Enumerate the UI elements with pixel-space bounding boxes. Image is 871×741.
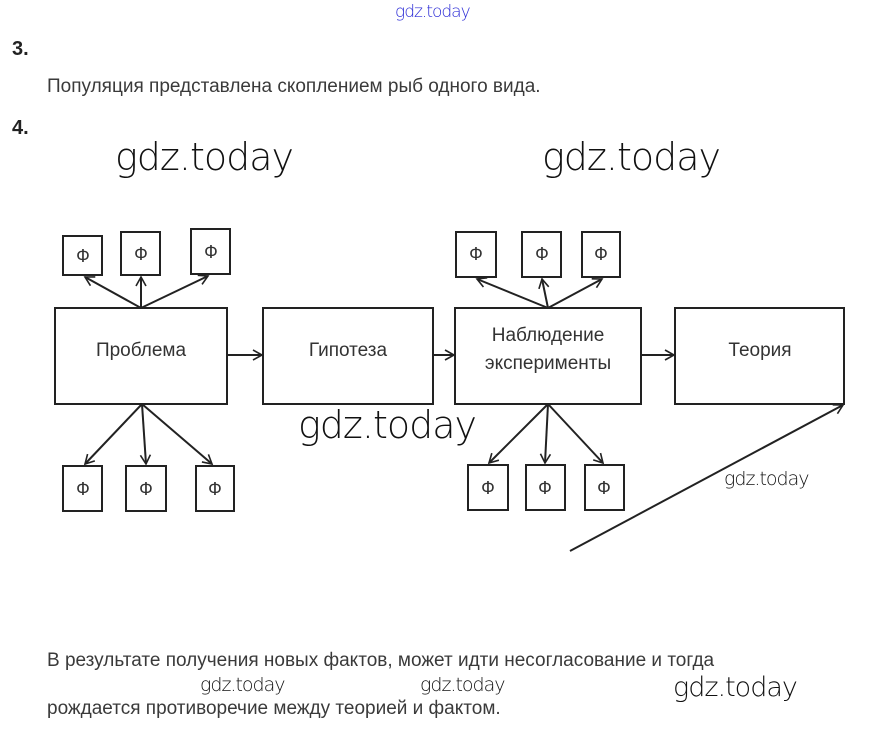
arrow [539,403,552,465]
task-3-number: 3. [12,38,29,60]
watermark: gdz.today [542,135,721,179]
fact-label: Ф [481,478,495,498]
fact-box [62,465,103,512]
task-3-answer: Популяция представлена скоплением рыб од… [47,76,541,97]
step-label-experiments: эксперименты [485,353,611,374]
step-label-theory: Теория [728,340,791,361]
fact-box [195,465,235,512]
fact-label: Ф [139,479,153,499]
watermark: gdz.today [724,468,809,490]
arrow [140,274,210,309]
fact-label: Ф [76,246,90,266]
fact-box [521,231,562,278]
fact-label: Ф [594,244,608,264]
arrow [538,277,550,309]
task-4-number: 4. [12,117,29,139]
fact-label: Ф [76,479,90,499]
fact-box [525,464,566,511]
arrow [83,403,143,466]
watermark: gdz.today [420,674,505,696]
fact-label: Ф [469,244,483,264]
watermark: gdz.today [115,135,294,179]
step-label-observation: Наблюдение [492,325,605,346]
fact-box [581,231,621,278]
fact-box [584,464,625,511]
arrow [139,403,152,466]
fact-box [62,235,103,276]
arrow [141,403,214,466]
watermark: gdz.today [673,672,798,703]
arrow [487,403,549,465]
arrow [547,403,605,465]
step-label-hypothesis: Гипотеза [309,340,388,361]
fact-box [455,231,497,278]
fact-label: Ф [535,244,549,264]
fact-box [467,464,509,511]
fact-label: Ф [597,478,611,498]
arrow [475,276,549,309]
fact-box [125,465,167,512]
conclusion-line-1: В результате получения новых фактов, мож… [47,650,715,671]
arrows [83,274,845,552]
arrow [83,276,142,309]
fact-label: Ф [538,478,552,498]
feedback-arrow [569,404,845,552]
fact-label: Ф [208,479,222,499]
arrow [547,278,604,309]
fact-box [120,231,161,276]
step-label-problem: Проблема [96,340,187,361]
fact-box [190,228,231,275]
fact-label: Ф [134,244,148,264]
watermark-top: gdz.today [395,2,471,22]
fact-label: Ф [204,242,218,262]
watermark: gdz.today [298,403,477,447]
watermark: gdz.today [200,674,285,696]
conclusion-line-2: рождается противоречие между теорией и ф… [47,698,501,719]
